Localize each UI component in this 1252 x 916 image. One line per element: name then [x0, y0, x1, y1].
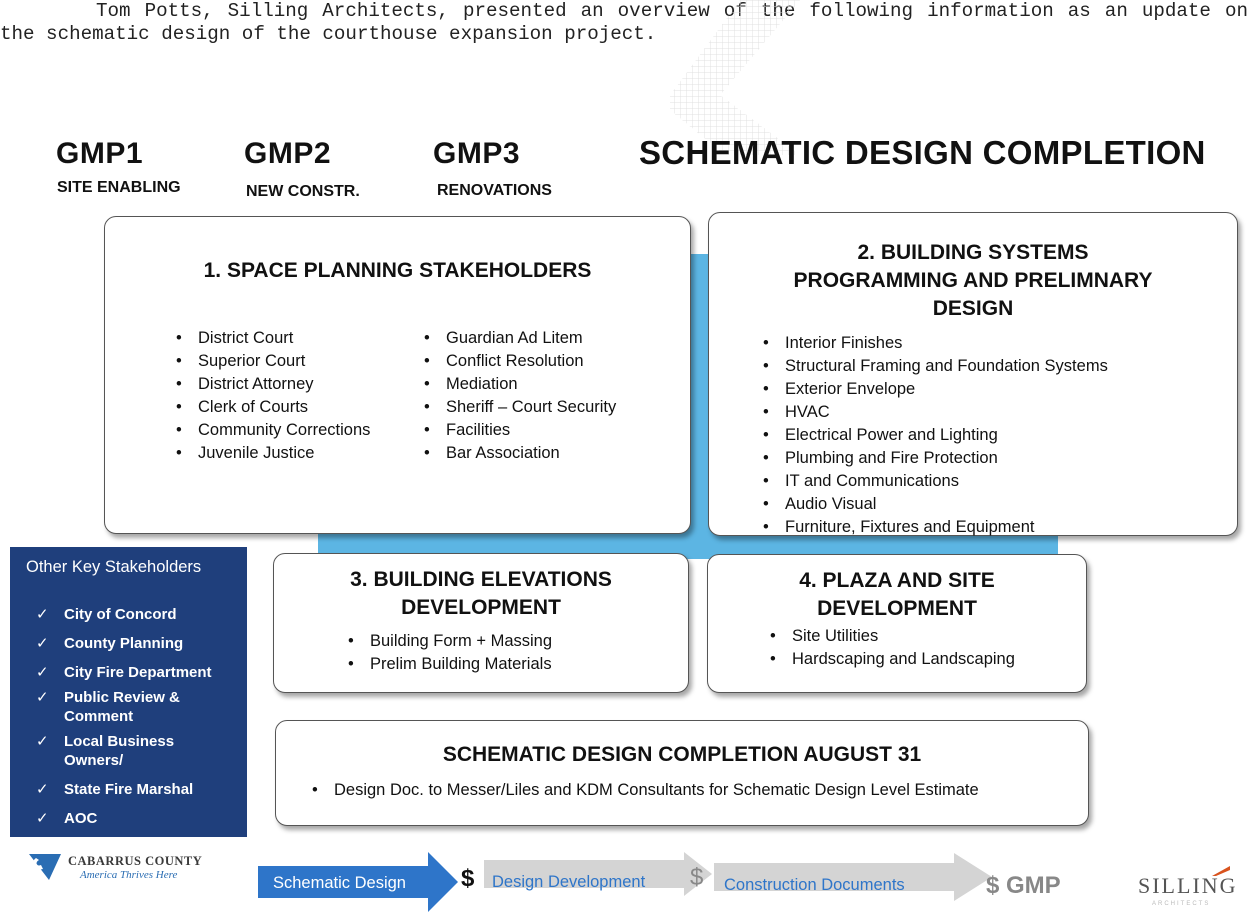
list-item: ✓State Fire Marshal [36, 781, 194, 798]
cabarrus-tagline: America Thrives Here [80, 869, 178, 881]
building-systems-title: 2. BUILDING SYSTEMS PROGRAMMING AND PREL… [709, 239, 1237, 323]
intro-paragraph: Tom Potts, Silling Architects, presented… [0, 0, 1248, 45]
completion-box-title: SCHEMATIC DESIGN COMPLETION AUGUST 31 [442, 743, 922, 766]
check-icon: ✓ [36, 689, 49, 706]
list-item: Design Doc. to Messer/Liles and KDM Cons… [308, 779, 979, 802]
list-item: ✓Public Review &Comment [36, 689, 180, 725]
check-icon: ✓ [36, 664, 49, 681]
silling-logo: SILLING [1138, 873, 1238, 898]
phase-schematic-design: Schematic Design [273, 874, 406, 892]
dollar-sign: $ [461, 865, 475, 892]
list-item: ✓County Planning [36, 635, 184, 652]
list-item: Exterior Envelope [759, 378, 1108, 401]
list-item: ✓City of Concord [36, 606, 177, 623]
list-item: IT and Communications [759, 470, 1108, 493]
building-systems-list: Interior Finishes Structural Framing and… [759, 332, 1108, 539]
stakeholders-panel [10, 547, 247, 837]
gmp-label: $ GMP [986, 872, 1061, 899]
list-item: Electrical Power and Lighting [759, 424, 1108, 447]
list-item: Mediation [420, 373, 616, 396]
space-planning-list-col1: District Court Superior Court District A… [172, 327, 370, 465]
stakeholders-title: Other Key Stakeholders [26, 558, 202, 576]
building-elevations-title: 3. BUILDING ELEVATIONS DEVELOPMENT [274, 566, 688, 622]
list-item: ✓City Fire Department [36, 664, 212, 681]
list-item: HVAC [759, 401, 1108, 424]
gmp2-title: GMP2 [244, 137, 332, 170]
list-item: Clerk of Courts [172, 396, 370, 419]
silling-logo-mark-icon [1212, 866, 1230, 876]
arrow-icon [258, 852, 458, 912]
arrow-icon [714, 853, 992, 901]
check-icon: ✓ [36, 733, 49, 750]
check-icon: ✓ [36, 635, 49, 652]
list-item: Hardscaping and Landscaping [766, 648, 1015, 671]
check-icon: ✓ [36, 810, 49, 827]
list-item: Audio Visual [759, 493, 1108, 516]
phase-design-development: Design Development [492, 873, 646, 891]
arrow-icon [484, 852, 712, 896]
list-item: Sheriff – Court Security [420, 396, 616, 419]
list-item: Site Utilities [766, 625, 1015, 648]
check-icon: ✓ [36, 606, 49, 623]
list-item: Facilities [420, 419, 616, 442]
list-item: ✓AOC [36, 810, 98, 827]
cabarrus-name: CABARRUS COUNTY [68, 854, 203, 868]
list-item: Prelim Building Materials [344, 653, 552, 676]
gmp3-title: GMP3 [433, 137, 521, 170]
list-item: District Attorney [172, 373, 370, 396]
plaza-site-box: 4. PLAZA AND SITE DEVELOPMENT Site Utili… [707, 554, 1087, 693]
space-planning-box: 1. SPACE PLANNING STAKEHOLDERS District … [104, 216, 691, 534]
watermark-graphic [670, 0, 800, 155]
list-item: Conflict Resolution [420, 350, 616, 373]
building-elevations-title-line: DEVELOPMENT [401, 596, 561, 619]
stakeholders-list: ✓City of Concord ✓County Planning ✓City … [36, 605, 241, 838]
building-elevations-title-line: 3. BUILDING ELEVATIONS [350, 568, 612, 591]
list-item: Juvenile Justice [172, 442, 370, 465]
gmp3-subtitle: RENOVATIONS [437, 182, 552, 199]
list-item: Superior Court [172, 350, 370, 373]
space-planning-title: 1. SPACE PLANNING STAKEHOLDERS [203, 259, 592, 282]
building-systems-box: 2. BUILDING SYSTEMS PROGRAMMING AND PREL… [708, 212, 1238, 539]
plaza-site-list: Site Utilities Hardscaping and Landscapi… [766, 625, 1015, 671]
completion-title: SCHEMATIC DESIGN COMPLETION [639, 134, 1206, 171]
phase-construction-documents: Construction Documents [724, 876, 905, 894]
building-systems-title-line: PROGRAMMING AND PRELIMNARY [793, 269, 1153, 292]
list-item: Structural Framing and Foundation System… [759, 355, 1108, 378]
plaza-site-title: 4. PLAZA AND SITE DEVELOPMENT [708, 567, 1086, 623]
space-planning-list-col2: Guardian Ad Litem Conflict Resolution Me… [420, 327, 616, 465]
gmp1-subtitle: SITE ENABLING [57, 179, 181, 196]
gmp2-subtitle: NEW CONSTR. [246, 183, 360, 200]
silling-logo-sub: ARCHITECTS [1152, 901, 1211, 907]
list-item: Community Corrections [172, 419, 370, 442]
check-icon: ✓ [36, 781, 49, 798]
building-systems-title-line: 2. BUILDING SYSTEMS [857, 241, 1089, 264]
list-item: Furniture, Fixtures and Equipment [759, 516, 1108, 539]
gmp1-title: GMP1 [56, 137, 144, 170]
building-systems-title-line: DESIGN [932, 297, 1014, 320]
list-item: Building Form + Massing [344, 630, 552, 653]
plaza-site-title-line: DEVELOPMENT [817, 597, 977, 620]
list-item: Bar Association [420, 442, 616, 465]
building-elevations-box: 3. BUILDING ELEVATIONS DEVELOPMENT Build… [273, 553, 689, 693]
building-elevations-list: Building Form + Massing Prelim Building … [344, 630, 552, 676]
completion-box: SCHEMATIC DESIGN COMPLETION AUGUST 31 De… [275, 720, 1089, 826]
list-item: Interior Finishes [759, 332, 1108, 355]
dollar-sign: $ [690, 864, 704, 891]
cabarrus-logo-icon [29, 854, 61, 880]
plaza-site-title-line: 4. PLAZA AND SITE [799, 569, 995, 592]
list-item: District Court [172, 327, 370, 350]
list-item: Guardian Ad Litem [420, 327, 616, 350]
completion-list: Design Doc. to Messer/Liles and KDM Cons… [308, 779, 979, 802]
list-item: Plumbing and Fire Protection [759, 447, 1108, 470]
